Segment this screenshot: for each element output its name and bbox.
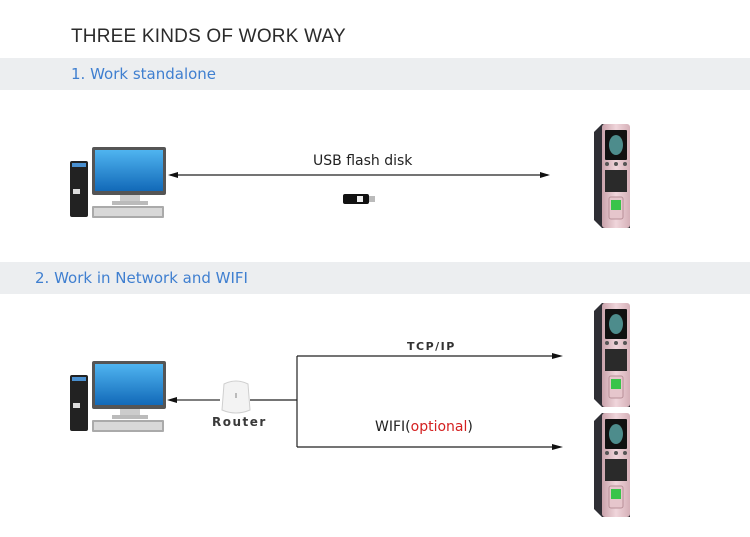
section-2-heading: 2. Work in Network and WIFI — [35, 269, 248, 287]
page-title: THREE KINDS OF WORK WAY — [71, 26, 346, 47]
attendance-terminal-icon — [593, 412, 631, 518]
section-1-heading: 1. Work standalone — [71, 65, 217, 83]
attendance-terminal-icon — [593, 123, 631, 229]
section-1-header: 1. Work standalone — [0, 58, 750, 90]
router-icon — [221, 380, 251, 414]
usb-flash-disk-label: USB flash disk — [313, 153, 413, 169]
router-label: Router — [212, 415, 267, 429]
arrow-right-icon — [552, 353, 563, 359]
arrow-left-icon — [168, 172, 178, 178]
computer-icon — [70, 147, 166, 218]
usb-flash-disk-icon — [343, 194, 375, 204]
wifi-label-suffix: ) — [467, 419, 473, 435]
wifi-label-prefix: WIFI( — [375, 419, 411, 435]
arrow-right-icon — [552, 444, 563, 450]
wifi-optional-text: optional — [410, 419, 468, 435]
arrow-left-icon — [167, 397, 177, 403]
computer-icon — [70, 361, 166, 432]
wifi-label: WIFI(optional) — [375, 419, 473, 435]
attendance-terminal-icon — [593, 302, 631, 408]
arrow-right-icon — [540, 172, 550, 178]
section-2-header: 2. Work in Network and WIFI — [0, 262, 750, 294]
tcp-ip-label: TCP/IP — [407, 340, 456, 353]
